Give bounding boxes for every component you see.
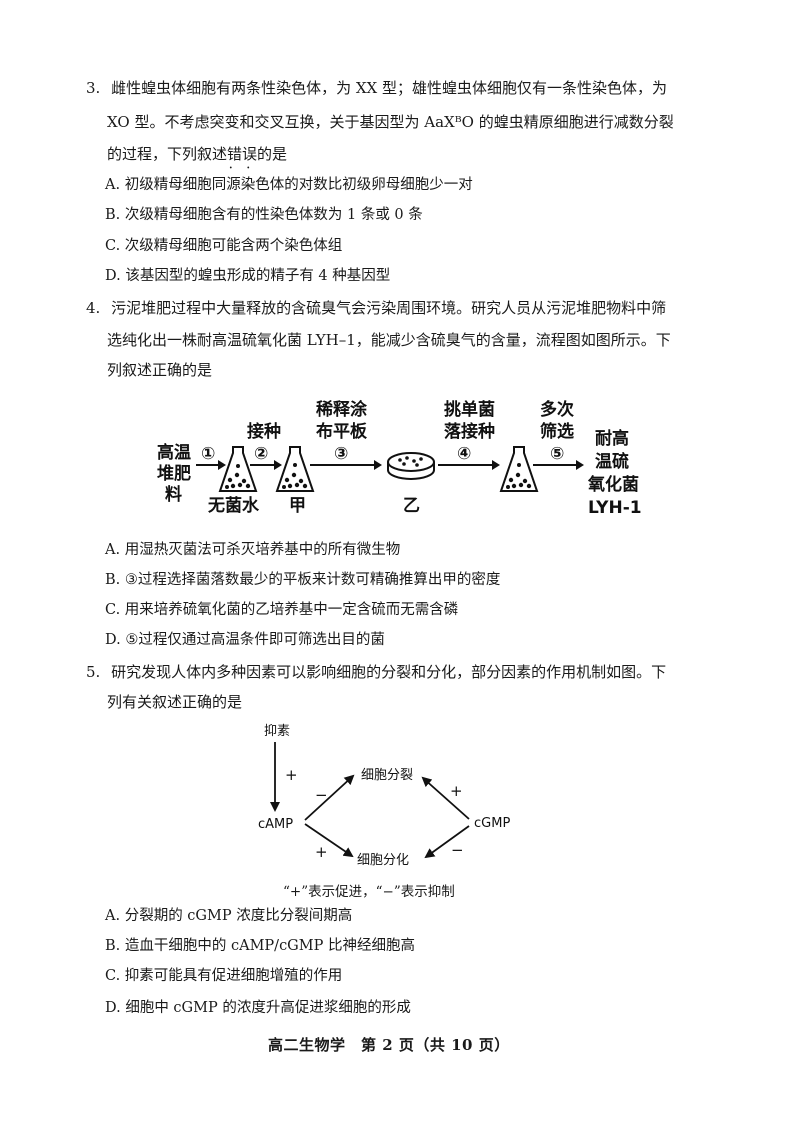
q4-source-line3: 料	[165, 484, 182, 505]
q4-step4-label: ④	[457, 444, 471, 464]
q4-plate-label: 乙	[403, 496, 420, 516]
q5-text-line1: 研究发现人体内多种因素可以影响细胞的分裂和分化，部分因素的作用机制如图。下	[111, 663, 667, 681]
q5-sign-camp-division: −	[315, 786, 328, 804]
q4-arrowhead-3	[374, 460, 382, 470]
q4-source-line2: 堆肥	[157, 463, 191, 484]
q5-sign-inhibitor-camp: +	[285, 766, 298, 784]
q4-option-d: D. ⑤过程仅通过高温条件即可筛选出目的菌	[105, 632, 385, 648]
q5-arrow-camp-division	[304, 774, 355, 821]
q5-regulation-diagram: 抑素 cAMP cGMP 细胞分裂 细胞分化 + − + + −	[258, 724, 510, 868]
q4-result-line1: 耐高	[595, 428, 629, 449]
q3-option-a: A. 初级精母细胞同源染色体的对数比初级卵母细胞少一对	[105, 177, 473, 193]
q5-sign-cgmp-differentiation: −	[451, 841, 464, 859]
q4-step5-top-line2: 筛选	[540, 421, 574, 442]
q4-step1-label: ①	[201, 444, 215, 464]
q4-stem-line1: 4. 污泥堆肥过程中大量释放的含硫臭气会污染周围环境。研究人员从污泥堆肥物料中筛	[86, 299, 666, 317]
q3-text-line2: XO 型。不考虑突变和交叉互换，关于基因型为 AaXᴮO 的蝗虫精原细胞进行减数…	[107, 113, 674, 131]
q3-option-c: C. 次级精母细胞可能含两个染色体组	[105, 238, 343, 254]
q4-step2-label: ②	[254, 444, 268, 464]
q3-option-d: D. 该基因型的蝗虫形成的精子有 4 种基因型	[105, 268, 391, 284]
q4-option-b: B. ③过程选择菌落数最少的平板来计数可精确推算出甲的密度	[105, 572, 501, 588]
q5-number: 5.	[86, 663, 101, 681]
page-footer: 高二生物学 第 2 页（共 10 页）	[268, 1036, 510, 1054]
q5-diagram-caption: “+”表示促进，“−”表示抑制	[283, 884, 455, 900]
q4-step3-label: ③	[334, 444, 348, 464]
q4-text-line1: 污泥堆肥过程中大量释放的含硫臭气会污染周围环境。研究人员从污泥堆肥物料中筛	[111, 299, 667, 317]
q3-stem-line1: 3. 雌性蝗虫体细胞有两条性染色体，为 XX 型；雄性蝗虫体细胞仅有一条性染色体…	[86, 79, 667, 97]
q4-step5-label: ⑤	[550, 444, 564, 464]
q5-arrow-cgmp-differentiation	[424, 825, 470, 859]
q3-emphasis-word: 错误	[227, 145, 257, 163]
q4-arrowhead-4	[492, 460, 500, 470]
q4-number: 4.	[86, 299, 101, 317]
q4-option-c: C. 用来培养硫氧化菌的乙培养基中一定含硫而无需含磷	[105, 602, 459, 618]
q5-inhibitor-label: 抑素	[264, 724, 290, 739]
q4-step2-top: 接种	[247, 421, 281, 442]
q3-text-line3-post: 的是	[257, 145, 288, 163]
q4-flow-diagram: 高温 堆肥 料 ① 无菌水 接种 ② 甲 稀	[157, 399, 642, 518]
q4-step3-top-line2: 布平板	[316, 421, 368, 442]
q4-arrowhead-2	[274, 460, 282, 470]
q5-sign-cgmp-division: +	[450, 782, 463, 800]
q4-step5-top-line1: 多次	[540, 399, 574, 420]
q4-flask2-label: 甲	[289, 496, 306, 516]
q5-text-line2: 列有关叙述正确的是	[107, 693, 243, 711]
q3-number: 3.	[86, 79, 101, 97]
q4-result-line3: 氧化菌	[587, 474, 639, 495]
q5-option-b: B. 造血干细胞中的 cAMP/cGMP 比神经细胞高	[105, 938, 415, 954]
q4-flask-1	[218, 446, 258, 492]
q3-option-b: B. 次级精母细胞含有的性染色体数为 1 条或 0 条	[105, 207, 423, 223]
q3-text-line3-pre: 的过程，下列叙述	[107, 145, 228, 163]
q5-option-a: A. 分裂期的 cGMP 浓度比分裂间期高	[105, 908, 353, 924]
q5-arrow-cgmp-division	[421, 776, 470, 820]
q4-result-line4: LYH-1	[588, 498, 642, 518]
q4-text-line2: 选纯化出一株耐高温硫氧化菌 LYH–1，能减少含硫臭气的含量，流程图如图所示。下	[107, 331, 671, 349]
q4-arrowhead-1	[218, 460, 226, 470]
q4-result-line2: 温硫	[595, 451, 629, 472]
q4-arrowhead-5	[576, 460, 584, 470]
q5-differentiation-label: 细胞分化	[357, 853, 409, 868]
q3-stem-line3: 的过程，下列叙述错误的是	[107, 145, 287, 163]
q4-step4-top-line2: 落接种	[444, 421, 495, 442]
q4-option-a: A. 用湿热灭菌法可杀灭培养基中的所有微生物	[105, 542, 401, 558]
q3-text-line1: 雌性蝗虫体细胞有两条性染色体，为 XX 型；雄性蝗虫体细胞仅有一条性染色体，为	[111, 79, 667, 97]
q4-flask1-label: 无菌水	[207, 495, 260, 516]
q5-stem-line1: 5. 研究发现人体内多种因素可以影响细胞的分裂和分化，部分因素的作用机制如图。下	[86, 663, 666, 681]
q4-flask-3	[499, 446, 539, 492]
q4-source-line1: 高温	[157, 442, 191, 463]
q4-petri-plate	[387, 452, 435, 480]
q5-sign-camp-differentiation: +	[315, 843, 328, 861]
q4-step3-top-line1: 稀释涂	[316, 399, 368, 420]
q5-division-label: 细胞分裂	[361, 768, 413, 783]
q5-arrow-camp-differentiation	[304, 823, 354, 858]
q4-text-line3: 列叙述正确的是	[107, 361, 213, 379]
q4-step4-top-line1: 挑单菌	[444, 399, 495, 420]
q4-flask-2	[275, 446, 315, 492]
q5-option-c: C. 抑素可能具有促进细胞增殖的作用	[105, 968, 343, 984]
q5-option-d: D. 细胞中 cGMP 的浓度升高促进浆细胞的形成	[105, 1000, 411, 1016]
q5-camp-label: cAMP	[258, 817, 293, 832]
q5-cgmp-label: cGMP	[474, 816, 510, 831]
